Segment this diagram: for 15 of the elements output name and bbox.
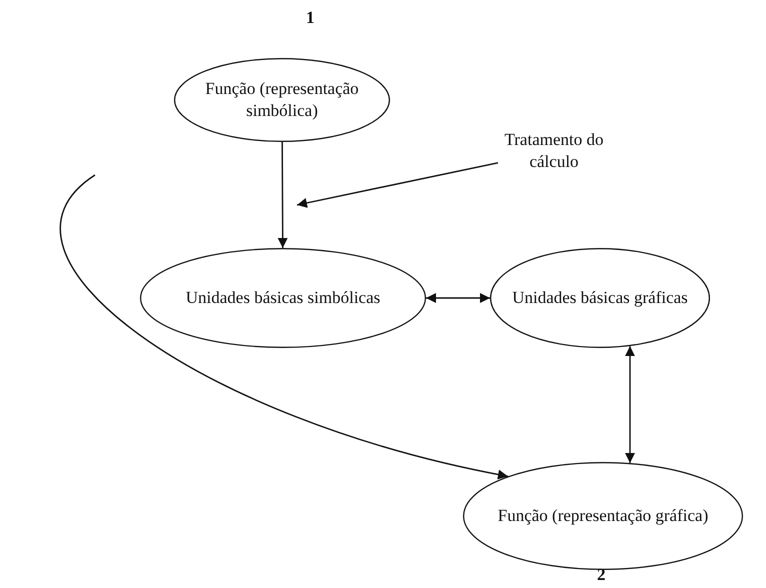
node-label: Função (representação simbólica) (204, 78, 360, 122)
ellipse-node (140, 248, 426, 348)
arrow (426, 293, 490, 303)
figure-number: 1 (306, 8, 314, 28)
ellipse-node (174, 58, 390, 142)
arrow (296, 162, 498, 208)
annotation-text: Tratamento do cálculo (503, 128, 604, 173)
arrow (278, 142, 288, 248)
ellipse-node (463, 462, 743, 570)
node-label: Função (representação gráfica) (496, 504, 710, 527)
node-label: Unidades básicas simbólicas (184, 286, 382, 309)
node-label: Unidades básicas gráficas (511, 286, 689, 309)
arrow (60, 174, 508, 480)
ellipse-node (490, 248, 710, 348)
arrow (625, 346, 635, 464)
